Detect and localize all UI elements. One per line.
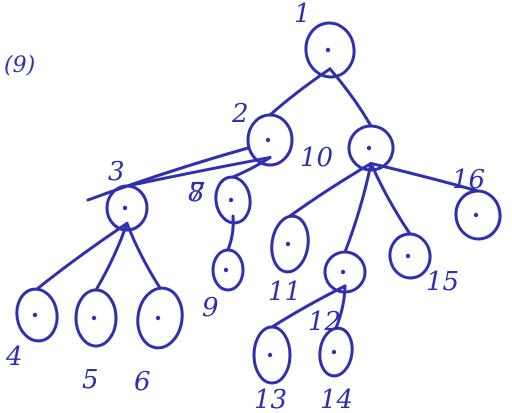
edge-n12-n14 [334, 284, 347, 330]
node-label-n1: 1 [294, 0, 311, 29]
edge-n2-n8 [231, 156, 272, 179]
node-n13-dot [267, 352, 273, 358]
node-n15-dot [405, 253, 411, 259]
node-n3 [105, 184, 149, 232]
node-label-n10: 10 [300, 143, 333, 173]
node-label-n14: 14 [320, 385, 353, 413]
edge-n3-n6 [125, 221, 162, 290]
node-n9 [211, 248, 245, 292]
node-n12-dot [340, 269, 346, 275]
node-label-n7: 7 [188, 178, 205, 208]
node-n4-dot [32, 312, 38, 318]
node-n11 [270, 214, 310, 274]
node-label-n9: 9 [202, 293, 219, 323]
node-n16 [454, 189, 502, 241]
node-n5 [74, 288, 118, 348]
node-n4 [15, 287, 59, 343]
node-n2-dot [265, 137, 271, 143]
node-n14 [318, 326, 354, 378]
node-label-n12: 12 [308, 307, 341, 337]
node-n1-dot [325, 47, 331, 53]
node-label-n2: 2 [231, 99, 249, 129]
node-n8-dot [228, 197, 234, 203]
edge-n10-n15 [369, 161, 412, 236]
edge-n3-n4 [35, 221, 129, 291]
node-label-n3: 3 [108, 157, 125, 187]
node-label-n6: 6 [134, 367, 151, 397]
edge-n1-n10 [328, 67, 373, 128]
node-n16-dot [473, 212, 479, 218]
node-label-n11: 11 [268, 277, 301, 307]
node-n9-dot [223, 267, 229, 273]
node-label-n16: 16 [452, 165, 485, 195]
part-label: (9) [4, 53, 35, 78]
node-label-n5: 5 [82, 365, 99, 395]
node-label-n13: 13 [254, 385, 287, 413]
node-label-n8: 8 [188, 178, 205, 208]
edge-n8-n9 [226, 214, 235, 252]
node-label-n4: 4 [5, 342, 23, 372]
edge-n2-n3 [125, 156, 272, 188]
node-n13 [252, 325, 292, 385]
node-n12 [323, 250, 367, 294]
node-n15 [388, 232, 432, 280]
node-n5-dot [91, 315, 97, 321]
node-n14-dot [331, 349, 337, 355]
edge-stroke-extra [86, 146, 250, 202]
edge-n10-n12 [343, 161, 373, 254]
node-n10-dot [366, 145, 372, 151]
node-label-n15: 15 [426, 267, 459, 297]
node-n1 [304, 21, 356, 79]
node-n8 [214, 175, 252, 225]
node-n10 [347, 124, 395, 172]
node-n6 [136, 286, 184, 350]
node-n3-dot [122, 205, 128, 211]
node-n2 [246, 113, 294, 167]
edge-n1-n2 [268, 67, 332, 117]
node-n6-dot [155, 315, 161, 321]
node-n11-dot [285, 241, 291, 247]
